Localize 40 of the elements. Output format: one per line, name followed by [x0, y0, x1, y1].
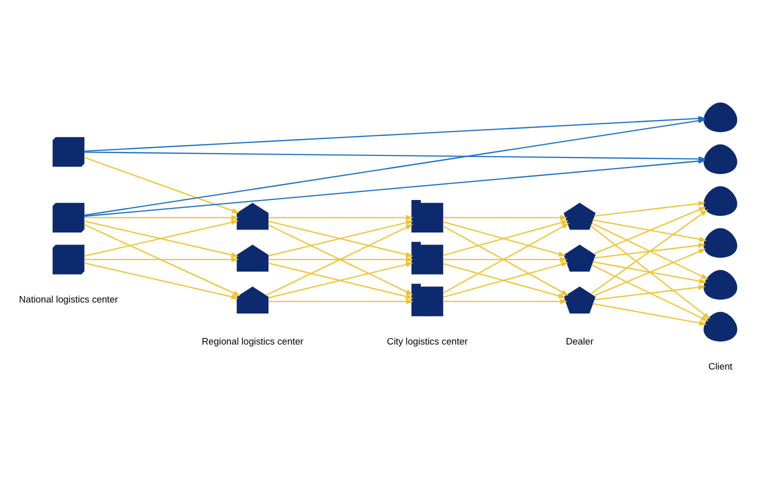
label: Client [708, 361, 732, 372]
arrow [268, 256, 414, 262]
arrow [594, 200, 706, 216]
arrow [443, 214, 568, 220]
node-house [236, 286, 268, 313]
arrow [592, 260, 707, 284]
node-barn [564, 286, 596, 313]
arrow [268, 298, 414, 304]
node-barn [564, 202, 596, 230]
node-barn [564, 244, 596, 272]
arrow [594, 284, 706, 300]
node-house [236, 202, 268, 230]
arrow [592, 218, 707, 242]
label: Dealer [566, 336, 594, 346]
arrow [84, 224, 241, 296]
arrow [443, 298, 568, 304]
label: National logistics center [19, 294, 118, 304]
arrow [594, 206, 706, 254]
node-house [236, 244, 268, 272]
arrow [268, 214, 414, 220]
arrow [592, 264, 709, 321]
arrow [84, 262, 239, 299]
arrow [84, 156, 240, 213]
arrow [590, 224, 710, 319]
arrow [594, 242, 706, 258]
node-person [704, 270, 738, 300]
node-person [704, 144, 738, 174]
node-person [704, 186, 738, 216]
arrow [594, 248, 706, 296]
node-person [704, 102, 738, 132]
node-person [704, 228, 738, 258]
arrow [443, 256, 568, 262]
arrow [84, 256, 239, 262]
label: City logistics center [386, 336, 468, 346]
arrow [84, 158, 706, 216]
arrow [84, 214, 239, 220]
label: Regional logistics center [202, 336, 304, 346]
arrow [590, 209, 708, 294]
arrow [592, 302, 707, 326]
arrow [592, 222, 709, 279]
